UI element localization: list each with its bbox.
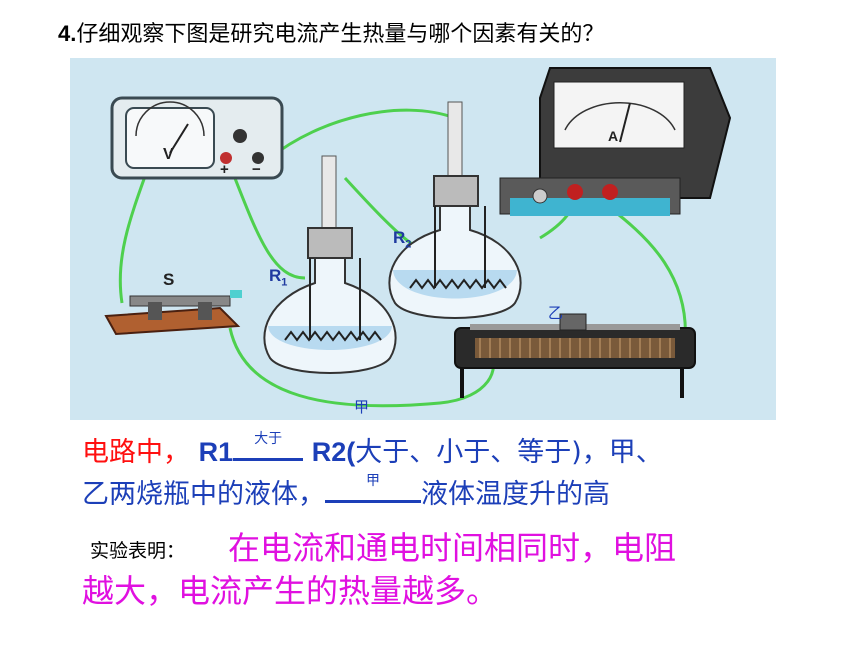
conclusion-line-2: 越大，电流产生的热量越多。 — [82, 572, 499, 610]
label-r1-sub: 1 — [281, 276, 288, 289]
label-switch-s: S — [163, 270, 175, 289]
line1-options: 大于、小于、等于)，甲、 — [355, 437, 663, 468]
ammeter — [499, 67, 732, 216]
voltmeter — [110, 96, 284, 180]
answer-line-1: 电路中， R1 大于 R2(大于、小于、等于)，甲、 — [82, 430, 663, 469]
blank-1-answer: 大于 — [254, 431, 283, 447]
line1-red-text: 电路中， — [82, 437, 190, 468]
label-jia: 甲 — [354, 398, 370, 416]
label-r2-text: R — [393, 228, 406, 247]
circuit-diagram — [104, 67, 732, 408]
question-text: 仔细观察下图是研究电流产生热量与哪个因素有关的？ — [76, 22, 605, 47]
conclusion-label: 实验表明： — [90, 540, 186, 562]
minus-sign: − — [252, 161, 261, 178]
label-r1-text: R — [269, 266, 282, 285]
line1-r2: R2( — [311, 437, 356, 467]
blank-2[interactable]: 甲 — [325, 473, 421, 503]
label-r2-sub: 2 — [405, 238, 412, 251]
blank-1[interactable]: 大于 — [233, 431, 304, 461]
flask-r1 — [263, 155, 397, 374]
wire-ammeter-rheostat — [609, 206, 687, 344]
label-yi: 乙 — [548, 304, 564, 322]
switch — [104, 290, 242, 336]
question-title: 4.仔细观察下图是研究电流产生热量与哪个因素有关的？ — [58, 16, 604, 48]
plus-sign: + — [220, 161, 229, 178]
voltmeter-symbol: V — [163, 146, 174, 163]
label-r2: R2 — [393, 228, 411, 250]
blank-2-answer: 甲 — [366, 473, 380, 489]
answer-line-2: 乙两烧瓶中的液体， 甲 液体温度升的高 — [82, 472, 610, 511]
wire-voltmeter-switch — [118, 167, 150, 304]
label-r1: R1 — [269, 266, 287, 288]
conclusion-line-1: 在电流和通电时间相同时，电阻 — [228, 529, 677, 567]
experiment-figure: S R1 R2 乙 甲 V A + − — [70, 58, 776, 420]
line2-text: 乙两烧瓶中的液体， — [82, 479, 325, 510]
ammeter-symbol: A — [608, 128, 619, 144]
wire-voltmeter-flask2 — [269, 108, 456, 160]
line2-end: 液体温度升的高 — [421, 479, 610, 510]
question-number: 4. — [58, 21, 77, 46]
line1-r1: R1 — [198, 437, 234, 467]
flask-r2 — [388, 101, 522, 319]
wire-switch-rheostat — [228, 327, 495, 408]
rheostat — [454, 313, 696, 398]
